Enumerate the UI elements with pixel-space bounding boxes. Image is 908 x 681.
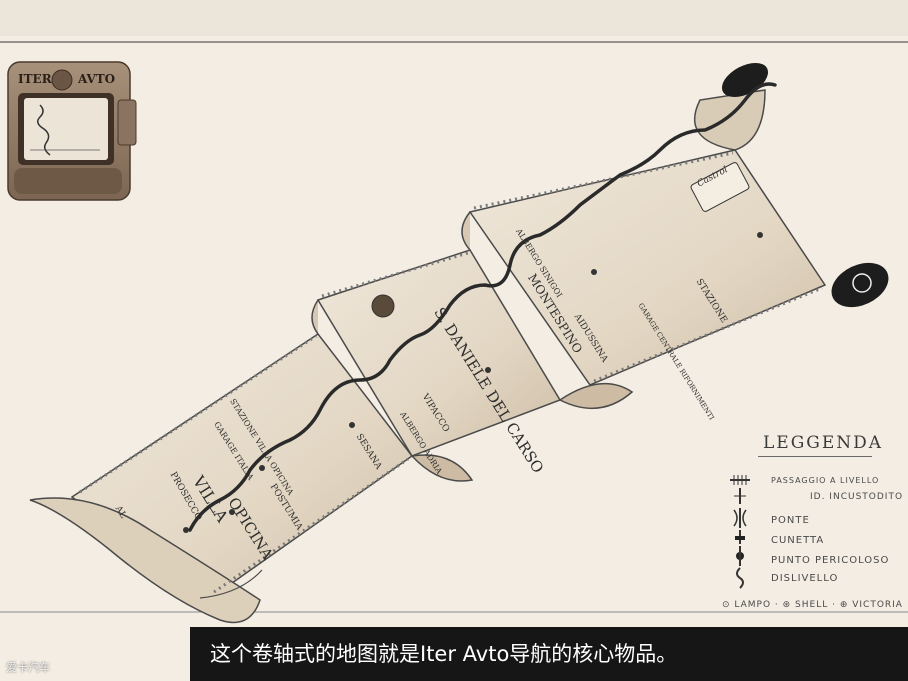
dip-icon bbox=[735, 530, 745, 544]
bridge-icon bbox=[733, 508, 747, 528]
unguarded-crossing-icon bbox=[734, 488, 746, 504]
iter-avto-device bbox=[7, 61, 137, 201]
legend-stations: ⊙ LAMPO · ⊛ SHELL · ⊕ VICTORIA bbox=[722, 600, 903, 610]
legend-item-ponte: PONTE bbox=[771, 515, 810, 526]
legend-divider bbox=[758, 456, 872, 457]
legend-item-dislivello: DISLIVELLO bbox=[771, 573, 839, 584]
rail-crossing-icon bbox=[730, 475, 750, 485]
legend-item-passaggio: PASSAGGIO A LIVELLO bbox=[771, 476, 880, 485]
danger-point-icon bbox=[736, 546, 744, 566]
caption-bar bbox=[190, 627, 908, 681]
caption-text: 这个卷轴式的地图就是Iter Avto导航的核心物品。 bbox=[210, 642, 678, 666]
slope-icon bbox=[736, 567, 744, 589]
watermark: 爱卡汽车 bbox=[6, 661, 50, 674]
legend-symbols bbox=[730, 475, 750, 589]
device-brand-right: AVTO bbox=[78, 72, 116, 86]
device-brand-left: ITER bbox=[18, 72, 52, 86]
scroll-map bbox=[29, 62, 889, 624]
legend-item-incustodito: ID. INCUSTODITO bbox=[810, 492, 904, 502]
legend-item-cunetta: CUNETTA bbox=[771, 535, 825, 546]
legend-item-punto-pericoloso: PUNTO PERICOLOSO bbox=[771, 555, 890, 566]
legend-title: LEGGENDA bbox=[763, 433, 884, 453]
